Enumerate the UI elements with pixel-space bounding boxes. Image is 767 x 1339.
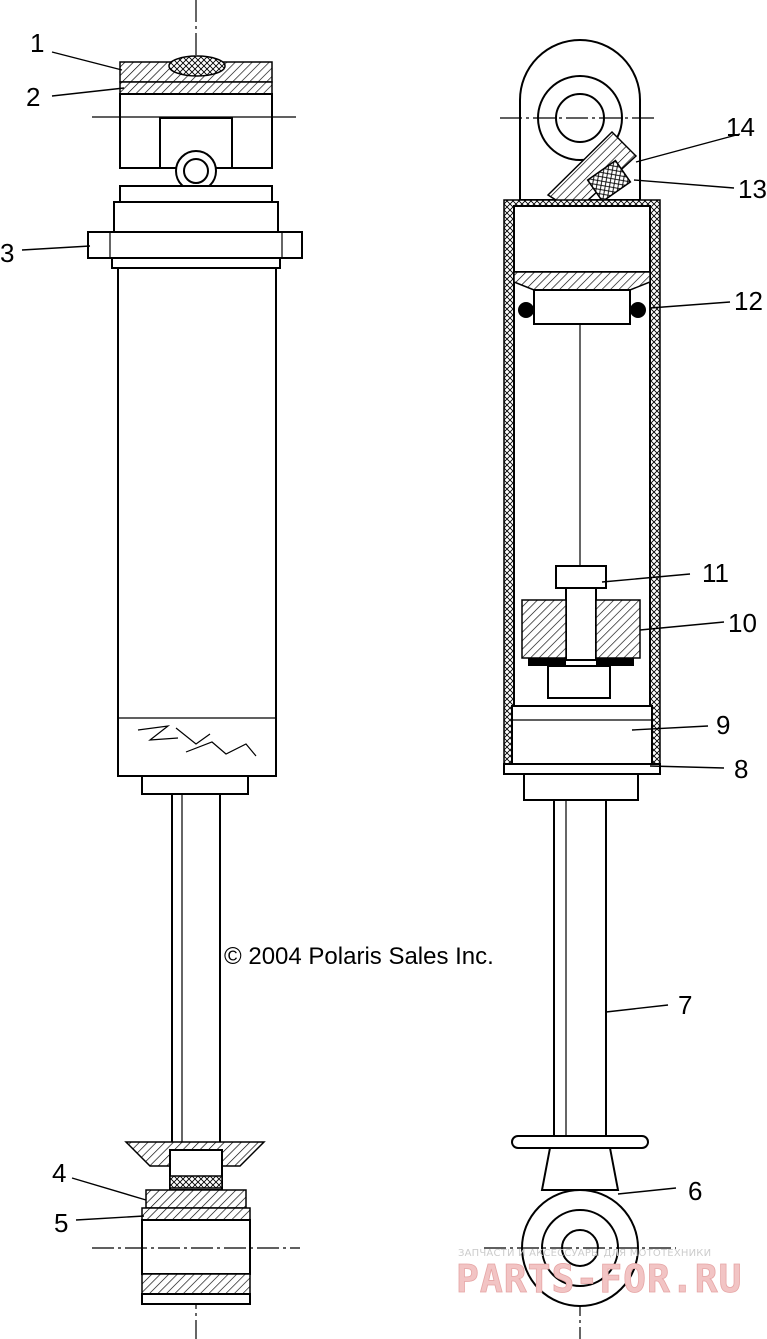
callout-12: 12	[734, 286, 763, 316]
leader-lines	[21, 51, 741, 1221]
watermark-caption: ЗАПЧАСТИ И АКСЕССУАРЫ ДЛЯ МОТОТЕХНИКИ	[458, 1248, 711, 1259]
callout-13: 13	[738, 174, 767, 204]
callout-2: 2	[26, 82, 40, 112]
callout-labels: 1 2 3 4 5 6 7 8 9 10 11 12 13 14	[0, 28, 767, 1238]
callout-3: 3	[0, 238, 14, 268]
callout-11: 11	[702, 558, 729, 588]
callout-4: 4	[52, 1158, 66, 1188]
callout-10: 10	[728, 608, 757, 638]
left-shock-exterior	[87, 0, 303, 1339]
callout-6: 6	[688, 1176, 702, 1206]
callout-7: 7	[678, 990, 692, 1020]
copyright-notice: © 2004 Polaris Sales Inc.	[224, 943, 494, 970]
callout-1: 1	[30, 28, 44, 58]
watermark-brand: PARTS-FOR.RU	[456, 1257, 743, 1301]
right-shock-section	[484, 39, 676, 1339]
callout-9: 9	[716, 710, 730, 740]
callout-14: 14	[726, 112, 755, 142]
callout-8: 8	[734, 754, 748, 784]
callout-5: 5	[54, 1208, 68, 1238]
